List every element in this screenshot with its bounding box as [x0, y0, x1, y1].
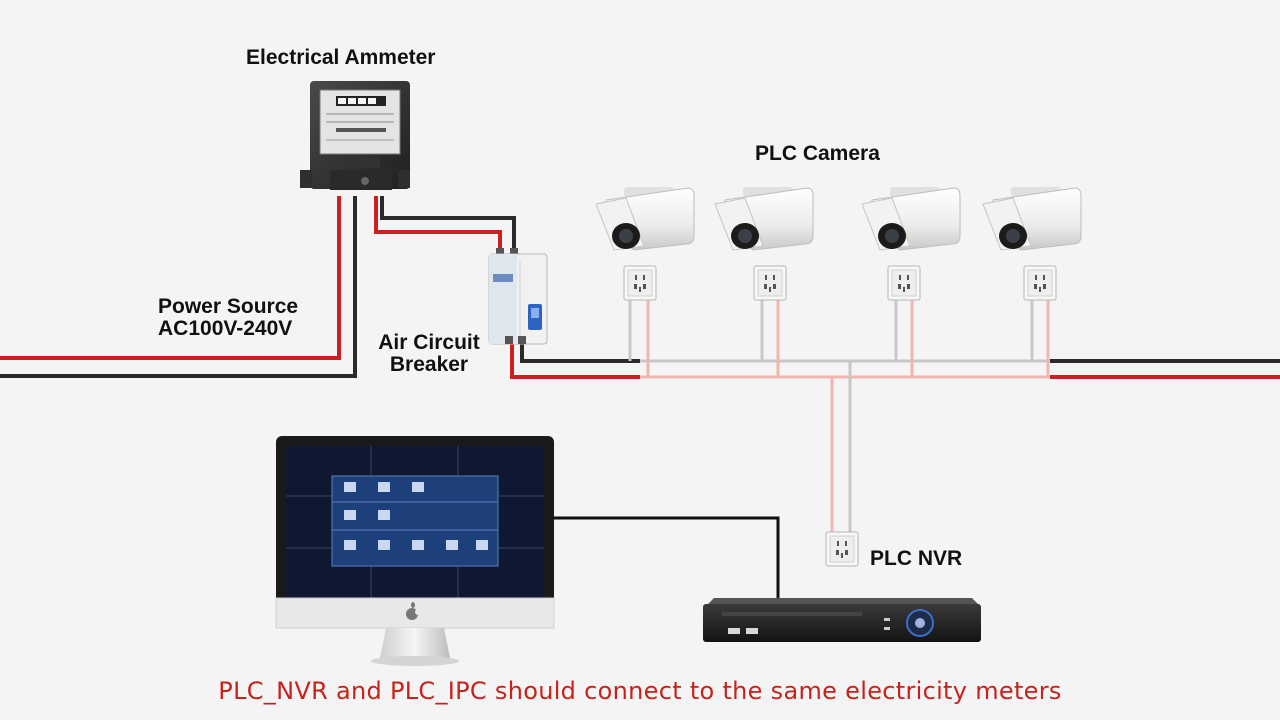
- monitor-icon: [275, 436, 555, 666]
- nvr-power-outlet-icon: [825, 531, 859, 567]
- power-outlet-icon: [623, 265, 657, 301]
- power-outlet-icon: [753, 265, 787, 301]
- live-wire-in: [0, 196, 341, 360]
- neutral-wire-out: [520, 342, 640, 363]
- nvr-label: PLC NVR: [870, 547, 963, 570]
- power-voltage-label: AC100V-240V: [158, 317, 293, 340]
- camera-label: PLC Camera: [755, 142, 880, 165]
- power-outlet-icon: [1023, 265, 1057, 301]
- circuit-breaker-icon: [488, 248, 548, 345]
- breaker-label-line2: Breaker: [389, 353, 469, 376]
- electrical-ammeter-icon: [300, 81, 410, 190]
- breaker-label-line1: Air Circuit: [378, 331, 480, 354]
- caption-text: PLC_NVR and PLC_IPC should connect to th…: [218, 677, 1062, 705]
- power-outlet-icon: [887, 265, 921, 301]
- ammeter-label: Electrical Ammeter: [246, 46, 436, 69]
- bullet-camera-icon: [714, 187, 814, 251]
- camera-group: [595, 187, 1082, 251]
- power-source-label: Power Source: [158, 295, 299, 318]
- live-wire-out: [510, 342, 640, 379]
- plc-wires: [628, 300, 1050, 532]
- bullet-camera-icon: [861, 187, 961, 251]
- neutral-wire-meter-breaker: [380, 196, 516, 252]
- mains-wires: [0, 196, 1280, 379]
- outlet-group: [623, 265, 1057, 567]
- nvr-recorder-icon: [703, 598, 981, 642]
- bullet-camera-icon: [982, 187, 1082, 251]
- neutral-wire-in: [0, 196, 357, 378]
- live-wire-meter-breaker: [374, 196, 502, 252]
- apple-logo-icon: [406, 602, 421, 620]
- video-cable: [554, 516, 780, 600]
- bullet-camera-icon: [595, 187, 695, 251]
